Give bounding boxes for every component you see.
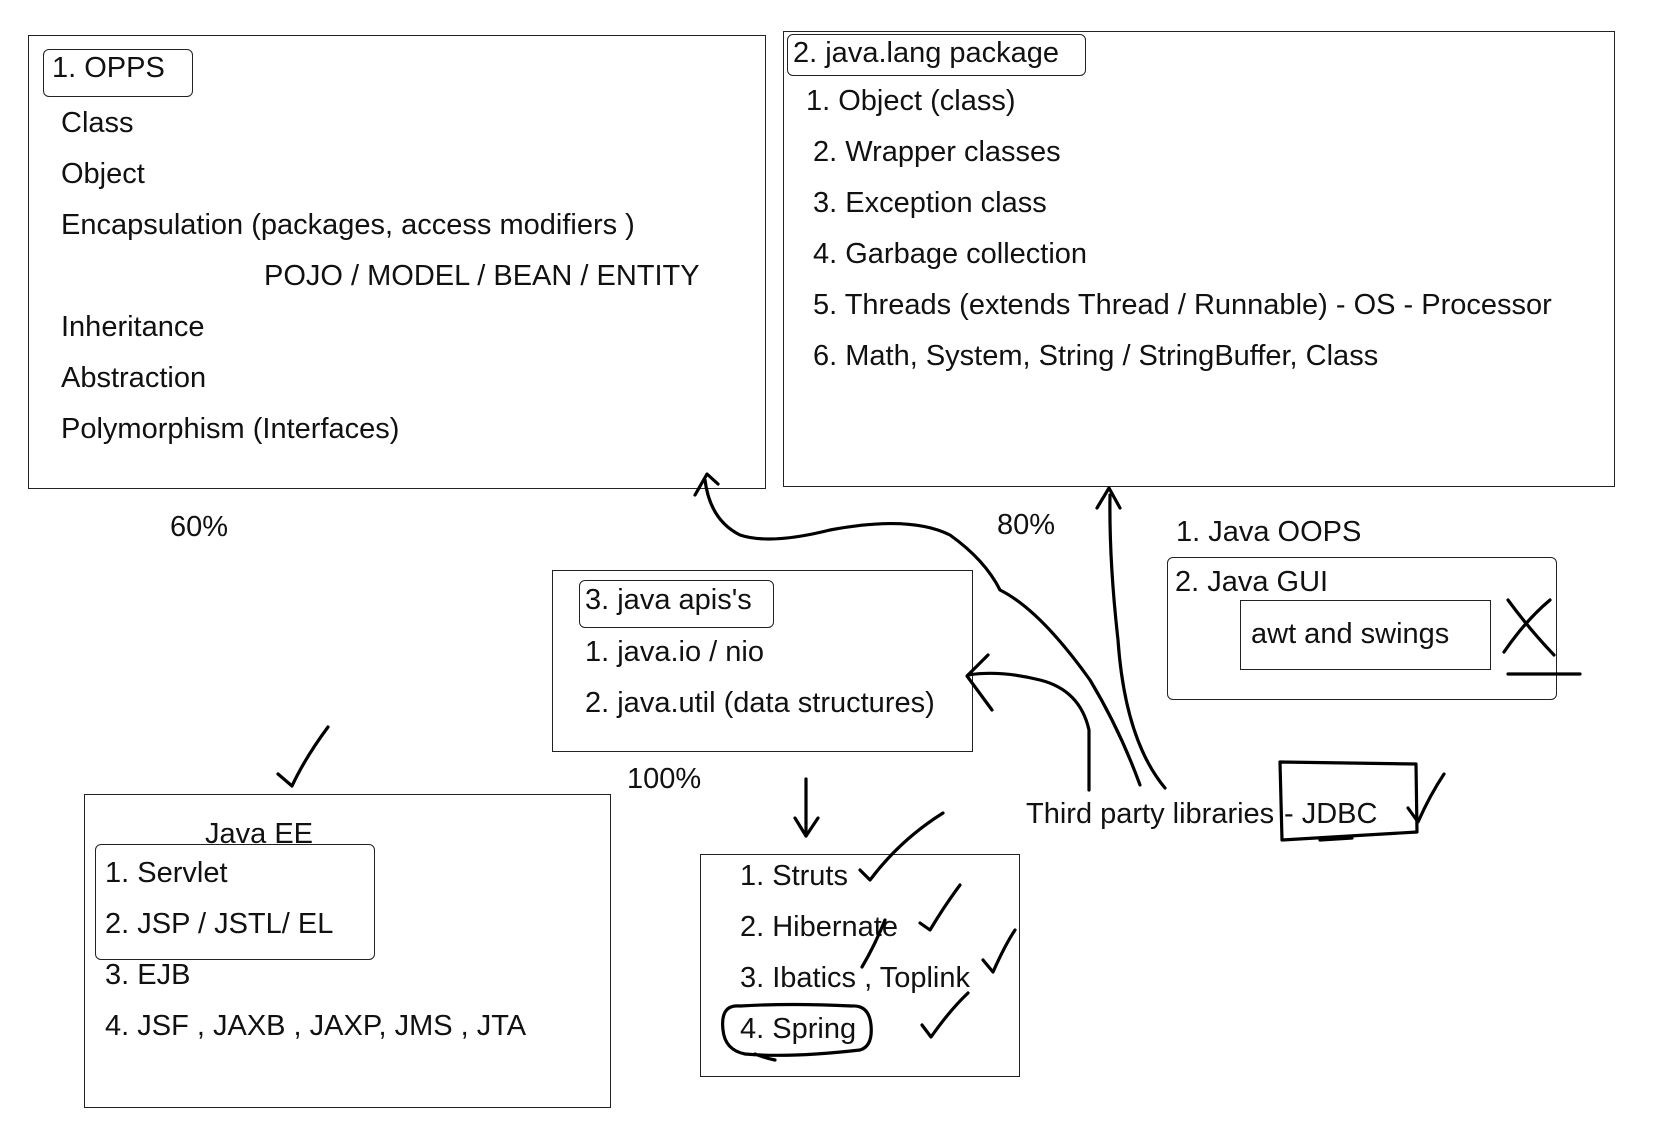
java-ee-item-4: 4. JSF , JAXB , JAXP, JMS , JTA [105, 1010, 527, 1042]
check-toplink [981, 928, 1017, 974]
third-party-label: Third party libraries [1026, 798, 1275, 830]
java-ee-title: Java EE [205, 818, 313, 850]
java-gui-box [1167, 557, 1557, 700]
framework-item-1: 1. Struts [740, 860, 848, 892]
java-ee-item-3: 3. EJB [105, 959, 191, 991]
check-spring [920, 991, 970, 1039]
x-mark-1 [1506, 598, 1556, 657]
arrow-to-lang [1108, 493, 1167, 790]
java-apis-box [552, 570, 973, 752]
java-lang-title-frame [787, 34, 1086, 76]
java-apis-item-1: 1. java.io / nio [585, 636, 764, 668]
framework-item-4: 4. Spring [740, 1013, 857, 1045]
java-apis-percent: 100% [627, 763, 702, 795]
tick-hibernate-e [860, 918, 887, 969]
java-lang-item-4: 4. Garbage collection [813, 238, 1088, 270]
java-ee-servlet-jsp-frame [95, 844, 375, 960]
oops-item-object: Object [61, 158, 145, 190]
java-apis-item-2: 2. java.util (data structures) [585, 687, 935, 719]
java-lang-item-2: 2. Wrapper classes [813, 136, 1061, 168]
oops-pojo: POJO / MODEL / BEAN / ENTITY [264, 260, 700, 292]
arrow-to-oops-head [693, 472, 720, 497]
check-hibernate [918, 883, 962, 932]
java-oops-line: 1. Java OOPS [1176, 516, 1362, 548]
java-lang-item-6: 6. Math, System, String / StringBuffer, … [813, 340, 1379, 372]
arrow-to-apis-head [965, 653, 994, 712]
java-lang-box [783, 31, 1615, 487]
oops-item-inheritance: Inheritance [61, 311, 205, 343]
java-ee-item-1: 1. Servlet [105, 857, 228, 889]
check-jdbc [1406, 772, 1446, 824]
framework-item-3: 3. Ibatics , Toplink [740, 962, 970, 994]
java-lang-item-3: 3. Exception class [813, 187, 1047, 219]
oops-title: 1. OPPS [52, 52, 165, 84]
spring-circle [721, 1002, 873, 1062]
java-apis-title-frame [579, 580, 774, 628]
jdbc-label: - JDBC [1284, 798, 1378, 830]
java-apis-title: 3. java apis's [585, 584, 752, 616]
framework-item-2: 2. Hibernate [740, 911, 898, 943]
frameworks-box [700, 854, 1020, 1077]
awt-swings-label: awt and swings [1251, 618, 1450, 650]
check-java-ee [276, 725, 330, 788]
arrow-down-head [793, 816, 820, 838]
java-lang-title: 2. java.lang package [793, 37, 1060, 69]
oops-box [28, 35, 766, 489]
jdbc-box [1278, 760, 1419, 842]
x-mark-2 [1502, 598, 1552, 654]
arrow-to-lang-head [1095, 486, 1122, 510]
java-ee-item-2: 2. JSP / JSTL/ EL [105, 908, 334, 940]
java-ee-box [84, 794, 611, 1108]
awt-swings-box [1240, 600, 1491, 670]
oops-item-abstraction: Abstraction [61, 362, 207, 394]
oops-item-encapsulation: Encapsulation (packages, access modifier… [61, 209, 635, 241]
java-lang-item-1: 1. Object (class) [806, 85, 1016, 117]
java-gui-title: 2. Java GUI [1175, 566, 1329, 598]
java-lang-item-5: 5. Threads (extends Thread / Runnable) -… [813, 289, 1552, 321]
oops-title-frame [43, 49, 193, 97]
arrow-to-apis [966, 671, 1091, 792]
arrow-to-oops [703, 478, 1142, 787]
oops-item-class: Class [61, 107, 134, 139]
java-lang-percent: 80% [997, 509, 1056, 541]
oops-percent: 60% [170, 511, 229, 543]
check-struts [858, 811, 945, 882]
oops-item-polymorphism: Polymorphism (Interfaces) [61, 413, 400, 445]
